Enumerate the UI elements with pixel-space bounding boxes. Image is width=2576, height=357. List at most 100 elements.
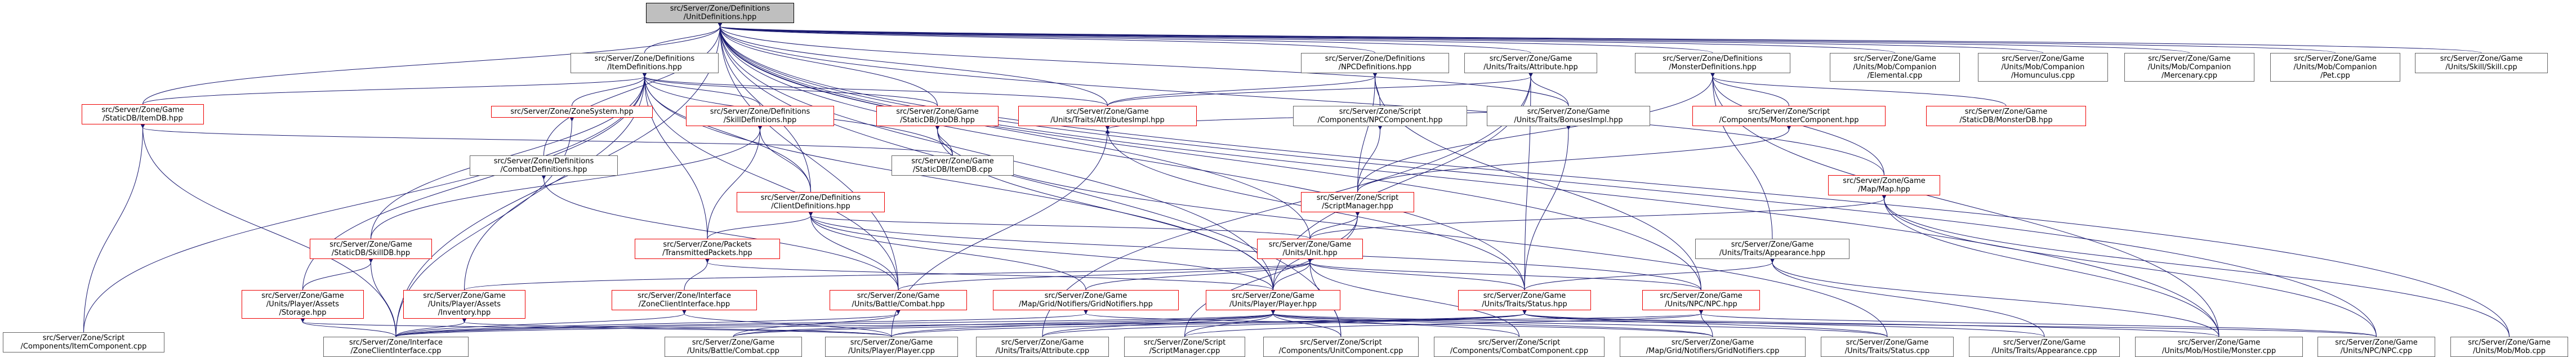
graph-node-hostilecpp[interactable]: src/Server/Zone/Game/Units/Mob/Hostile/M… [2135,337,2303,357]
graph-node-skilldefs[interactable]: src/Server/Zone/Definitions/SkillDefinit… [686,106,834,126]
graph-node-statuscpp[interactable]: src/Server/Zone/Game/Units/Traits/Status… [1821,337,1954,357]
node-label-line: /TransmittedPackets.hpp [662,249,752,257]
graph-node-combatcompcpp[interactable]: src/Server/Zone/Script/Components/Combat… [1434,337,1605,357]
edge-gridnotifhpp-to-unithpp [1085,258,1313,291]
node-label-line: /Units/Mob/Companion [2293,63,2377,72]
graph-node-zonesystem[interactable]: src/Server/Zone/ZoneSystem.hpp [491,106,653,118]
graph-node-compmerc[interactable]: src/Server/Zone/Game/Units/Mob/Companion… [2124,53,2254,82]
graph-node-bonusesimpl[interactable]: src/Server/Zone/Game/Units/Traits/Bonuse… [1487,106,1650,126]
graph-node-appearcpp[interactable]: src/Server/Zone/Game/Units/Traits/Appear… [1969,337,2120,357]
graph-node-combatcpp[interactable]: src/Server/Zone/Game/Units/Battle/Combat… [665,337,802,357]
edge-npccpp-to-npchpp [1699,309,2377,337]
edge-attrimpl-to-npcdefs [1107,72,1378,106]
graph-node-inventoryhpp[interactable]: src/Server/Zone/Game/Units/Player/Assets… [403,290,525,319]
edge-inventoryhpp-to-unithpp [464,258,1313,291]
graph-node-unithpp[interactable]: src/Server/Zone/Game/Units/Unit.hpp [1257,239,1363,259]
node-label-line: /UnitDefinitions.hpp [683,13,757,21]
edge-combatcpp-to-statushpp [733,309,1527,337]
graph-node-scriptmgrcpp[interactable]: src/Server/Zone/Script/ScriptManager.cpp [1124,337,1245,357]
edge-playercpp-to-inventoryhpp [461,318,892,337]
node-label-line: /Units/Mob/Companion [2147,63,2231,72]
edge-playerhpp-to-unithpp [1273,258,1313,291]
node-label-line: /StaticDB/ItemDB.cpp [912,166,993,174]
edge-npccpp-to-maphpp [1882,194,2377,337]
graph-node-monsterdefs[interactable]: src/Server/Zone/Definitions/MonsterDefin… [1635,53,1790,73]
graph-node-attrimpl[interactable]: src/Server/Zone/Game/Units/Traits/Attrib… [1018,106,1197,126]
graph-node-mondbhpp[interactable]: src/Server/Zone/Game/StaticDB/MonsterDB.… [1926,106,2086,126]
graph-node-compelemental[interactable]: src/Server/Zone/Game/Units/Mob/Companion… [1830,53,1960,82]
edge-zoneclientcpp-to-inventoryhpp [395,318,467,337]
node-label-line: src/Server/Zone/Game [261,292,344,300]
graph-node-comppet[interactable]: src/Server/Zone/Game/Units/Mob/Companion… [2270,53,2400,82]
graph-node-itemdbhpp[interactable]: src/Server/Zone/Game/StaticDB/ItemDB.hpp [82,104,204,124]
edge-zoneclientcpp-to-combathpp [395,309,901,337]
graph-node-zoneclientcpp[interactable]: src/Server/Zone/Interface/ZoneClientInte… [323,337,469,357]
node-label-line: /Components/CombatComponent.cpp [1450,347,1589,355]
edge-transmitted-to-skilldefs [707,125,763,239]
graph-node-clientdefs[interactable]: src/Server/Zone/Definitions/ClientDefini… [737,192,885,212]
graph-node-gridnotifcpp[interactable]: src/Server/Zone/Game/Map/Grid/Notifiers/… [1620,337,1806,357]
graph-node-itemcompcpp[interactable]: src/Server/Zone/Script/Components/ItemCo… [3,332,164,352]
node-label-line: /Units/Mob/Companion [1853,63,1937,72]
node-label-line: /Units/Mob/Hostile/Monster.cpp [2161,347,2276,355]
edge-npchpp-to-clientdefs [808,211,1701,291]
graph-node-skillcpp[interactable]: src/Server/Zone/Game/Units/Skill/Skill.c… [2415,53,2548,73]
graph-node-scriptmgr[interactable]: src/Server/Zone/Script/ScriptManager.hpp [1301,192,1414,212]
edge-traitsattr-to-root [717,22,1531,53]
graph-node-playerhpp[interactable]: src/Server/Zone/Game/Units/Player/Player… [1206,290,1340,310]
graph-node-root: src/Server/Zone/Definitions/UnitDefiniti… [646,3,794,23]
node-label-line: src/Server/Zone/Script [1143,338,1226,347]
graph-node-appearhpp[interactable]: src/Server/Zone/Game/Units/Traits/Appear… [1695,239,1849,259]
edge-scriptmgr-to-npccomp [1357,125,1383,193]
edge-npccpp-to-root [717,22,2377,337]
edge-scriptmgr-to-monsterdefs [1357,72,1715,193]
graph-node-storagehpp[interactable]: src/Server/Zone/Game/Units/Player/Assets… [242,290,364,319]
graph-node-attributecpp[interactable]: src/Server/Zone/Game/Units/Traits/Attrib… [976,337,1109,357]
graph-node-playercpp[interactable]: src/Server/Zone/Game/Units/Player/Player… [825,337,958,357]
graph-node-moncomp[interactable]: src/Server/Zone/Script/Components/Monste… [1692,106,1886,126]
graph-node-combatdefs[interactable]: src/Server/Zone/Definitions/CombatDefini… [470,155,618,176]
node-label-line: /MonsterDefinitions.hpp [1669,63,1757,72]
edge-statushpp-to-root [717,22,1525,291]
graph-node-npchpp[interactable]: src/Server/Zone/Game/Units/NPC/NPC.hpp [1642,290,1760,310]
graph-node-comphomun[interactable]: src/Server/Zone/Game/Units/Mob/Companion… [1978,53,2108,82]
graph-node-statushpp[interactable]: src/Server/Zone/Game/Units/Traits/Status… [1458,290,1591,310]
graph-node-itemdbcpp[interactable]: src/Server/Zone/Game/StaticDB/ItemDB.cpp [892,155,1014,176]
node-label-line: src/Server/Zone/Packets [663,240,752,249]
graph-node-npccomp[interactable]: src/Server/Zone/Script/Components/NPCCom… [1293,106,1467,126]
edge-attributecpp-to-statushpp [1042,309,1527,337]
graph-node-unitcompcpp[interactable]: src/Server/Zone/Script/Components/UnitCo… [1263,337,1419,357]
node-label-line: src/Server/Zone/Game [896,108,979,116]
graph-node-jobdbhpp[interactable]: src/Server/Zone/Game/StaticDB/JobDB.hpp [876,106,999,126]
edge-gridnotifcpp-to-npchpp [1699,309,1713,337]
graph-node-mobcpp[interactable]: src/Server/Zone/Game/Units/Mob/Mob.cpp [2450,337,2568,357]
edge-itemdbcpp-to-jobdbhpp [935,125,953,156]
graph-node-npcdefs[interactable]: src/Server/Zone/Definitions/NPCDefinitio… [1301,53,1449,73]
graph-node-transmitted[interactable]: src/Server/Zone/Packets/TransmittedPacke… [635,239,780,259]
graph-node-zoneclienthpp[interactable]: src/Server/Zone/Interface/ZoneClientInte… [612,290,757,310]
node-label-line: /StaticDB/ItemDB.hpp [102,114,183,123]
graph-node-traitsattr[interactable]: src/Server/Zone/Game/Units/Traits/Attrib… [1464,53,1597,73]
node-label-line: /StaticDB/MonsterDB.hpp [1959,116,2053,124]
graph-node-skilldbhpp[interactable]: src/Server/Zone/Game/StaticDB/SkillDB.hp… [310,239,432,259]
node-label-line: src/Server/Zone/Game [2335,338,2418,347]
graph-node-combathpp[interactable]: src/Server/Zone/Game/Units/Battle/Combat… [830,290,967,310]
edge-combathpp-to-root [717,22,899,291]
edge-statushpp-to-bonusesimpl [1524,125,1571,291]
graph-node-maphpp[interactable]: src/Server/Zone/Game/Map/Map.hpp [1828,175,1940,195]
edge-transmitted-to-itemdefs [642,72,708,239]
node-label-line: src/Server/Zone/Game [2177,338,2261,347]
edge-gridnotifhpp-to-clientdefs [808,211,1086,291]
graph-node-npccpp[interactable]: src/Server/Zone/Game/Units/NPC/NPC.cpp [2317,337,2435,357]
node-label-line: src/Server/Zone/Game [2002,55,2084,63]
edge-appearhpp-to-monsterdefs [1710,72,1773,239]
graph-node-gridnotifhpp[interactable]: src/Server/Zone/Game/Map/Grid/Notifiers/… [993,290,1179,310]
graph-node-itemdefs[interactable]: src/Server/Zone/Definitions/ItemDefiniti… [571,53,719,73]
edge-playerhpp-to-jobdbhpp [935,125,1273,291]
node-label-line: /Map/Grid/Notifiers/GridNotifiers.hpp [1019,300,1153,309]
edge-itemcompcpp-to-itemdefs [83,72,647,333]
edge-combathpp-to-combatdefs [541,175,899,291]
node-label-line: /Units/Mob/Mob.cpp [2472,347,2546,355]
node-label-line: /SkillDefinitions.hpp [723,116,797,124]
node-label-line: src/Server/Zone/Interface [637,292,732,300]
